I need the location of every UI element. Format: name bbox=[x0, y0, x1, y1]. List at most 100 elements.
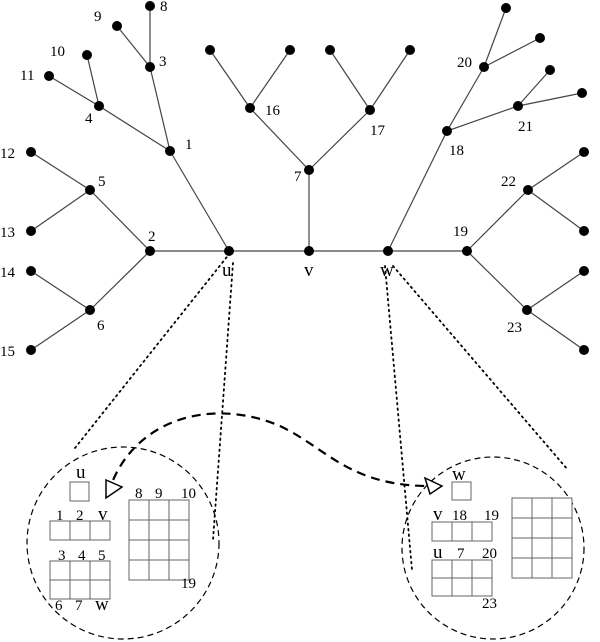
left-row1-cell-3 bbox=[89, 520, 111, 541]
tree-node-10 bbox=[82, 50, 92, 60]
tree-nodes bbox=[26, 1, 589, 355]
left-grid-label-3: 10 bbox=[181, 486, 196, 502]
tree-edge-2-6 bbox=[89, 250, 151, 311]
tree-node-3 bbox=[145, 62, 155, 72]
transfer-arrow-head-left bbox=[105, 478, 124, 500]
right-zoom-circle bbox=[401, 456, 585, 640]
tree-node-label-2: 2 bbox=[148, 229, 156, 245]
tree-node-label-7: 7 bbox=[294, 169, 302, 185]
right-row1-cell-3 bbox=[471, 521, 493, 542]
tree-edge-6-15 bbox=[30, 309, 91, 351]
tree-node-5 bbox=[85, 185, 95, 195]
tree-node-15 bbox=[26, 345, 36, 355]
tree-node-17 bbox=[365, 105, 375, 115]
transfer-arrow bbox=[106, 412, 439, 495]
right-row2-bottom: 23 bbox=[482, 596, 497, 612]
left-top-label: u bbox=[76, 462, 86, 483]
tree-node-l20a bbox=[501, 3, 511, 13]
tree-node-22 bbox=[523, 185, 533, 195]
tree-edge-1-4 bbox=[98, 105, 171, 152]
tree-node-l21a bbox=[545, 65, 555, 75]
tree-edge-3-9 bbox=[116, 25, 151, 68]
tree-edge-21-l21b bbox=[517, 92, 583, 107]
tree-node-label-13: 13 bbox=[0, 225, 15, 241]
tree-node-label-v: v bbox=[304, 260, 314, 281]
right-row1-cell-1 bbox=[431, 521, 453, 542]
tree-edge-16-l16a bbox=[209, 49, 251, 109]
tree-edge-23-l23a bbox=[526, 270, 585, 311]
tree-edge-18-20 bbox=[446, 66, 485, 132]
right-big-grid bbox=[511, 497, 573, 579]
tree-node-w bbox=[383, 246, 393, 256]
left-row1-cell-2 bbox=[69, 520, 91, 541]
tree-node-l22a bbox=[579, 147, 589, 157]
tree-edge-5-12 bbox=[30, 151, 91, 191]
tree-edge-17-l17b bbox=[369, 49, 411, 111]
tree-node-label-10: 10 bbox=[50, 44, 65, 60]
tree-node-label-19: 19 bbox=[453, 224, 468, 240]
tree-node-label-14: 14 bbox=[0, 265, 16, 281]
right-small-grid bbox=[431, 559, 493, 597]
right-row2-top-3: 20 bbox=[482, 546, 497, 562]
tree-node-label-15: 15 bbox=[0, 344, 15, 360]
tree-node-l23a bbox=[579, 266, 589, 276]
tree-edge-6-14 bbox=[30, 270, 91, 311]
right-top-square bbox=[451, 481, 472, 501]
tree-node-label-17: 17 bbox=[370, 123, 386, 139]
left-top-square bbox=[69, 481, 90, 502]
tree-node-16 bbox=[245, 103, 255, 113]
left-zoom-detail: u 1 2 v 8 9 10 19 3 4 5 6 7 w bbox=[49, 462, 196, 615]
tree-node-l21b bbox=[577, 88, 587, 98]
tree-edge-5-13 bbox=[30, 189, 91, 232]
tree-node-label-9: 9 bbox=[94, 9, 102, 25]
left-row2-top-2: 4 bbox=[78, 548, 86, 564]
tree-node-l20b bbox=[535, 33, 545, 43]
left-grid-bottom-label: 19 bbox=[181, 576, 196, 592]
tree-node-label-3: 3 bbox=[159, 54, 167, 70]
right-zoom-line-outer bbox=[392, 265, 569, 471]
left-zoom-line-inner bbox=[212, 262, 234, 541]
tree-node-v bbox=[304, 246, 314, 256]
tree-node-4 bbox=[94, 101, 104, 111]
left-row1-label-2: 2 bbox=[76, 508, 84, 524]
tree-node-label-12: 12 bbox=[0, 146, 15, 162]
left-row2-bottom-2: 7 bbox=[75, 598, 83, 614]
left-grid-label-2: 9 bbox=[155, 486, 163, 502]
transfer-arrow-head-right bbox=[423, 476, 444, 496]
tree-node-label-20: 20 bbox=[457, 55, 472, 71]
tree-node-label-1: 1 bbox=[185, 137, 193, 153]
left-grid-label-1: 8 bbox=[135, 486, 143, 502]
left-row1-label-3: v bbox=[98, 504, 108, 525]
tree-node-label-5: 5 bbox=[98, 174, 106, 190]
tree-edge-2-5 bbox=[89, 189, 151, 252]
tree-node-18 bbox=[442, 126, 452, 136]
left-row2-top-3: 5 bbox=[98, 548, 106, 564]
tree-node-l23b bbox=[579, 345, 589, 355]
tree-node-6 bbox=[85, 305, 95, 315]
right-row1-cell-2 bbox=[451, 521, 473, 542]
tree-edge-21-l21a bbox=[517, 69, 551, 107]
right-zoom-line-inner bbox=[384, 265, 413, 571]
tree-node-u bbox=[224, 246, 234, 256]
tree-node-13 bbox=[26, 226, 36, 236]
zoom-projection-lines bbox=[74, 252, 569, 571]
tree-node-label-4: 4 bbox=[85, 111, 93, 127]
tree-node-label-8: 8 bbox=[160, 0, 168, 15]
tree-node-9 bbox=[112, 21, 122, 31]
left-row2-top-1: 3 bbox=[58, 548, 66, 564]
tree-edge-20-l20a bbox=[483, 7, 507, 68]
tree-edge-4-11 bbox=[48, 75, 100, 107]
tree-edge-17-l17a bbox=[329, 49, 371, 111]
left-small-grid bbox=[49, 560, 111, 600]
tree-edge-22-l22a bbox=[527, 151, 585, 191]
tree-node-l22b bbox=[579, 226, 589, 236]
tree-node-23 bbox=[522, 305, 532, 315]
tree-edge-18-21 bbox=[446, 105, 519, 132]
tree-node-8 bbox=[145, 1, 155, 11]
tree-node-label-23: 23 bbox=[507, 320, 522, 336]
tree-edge-22-l22b bbox=[527, 189, 585, 232]
tree-node-21 bbox=[513, 101, 523, 111]
left-row1-label-1: 1 bbox=[56, 508, 64, 524]
